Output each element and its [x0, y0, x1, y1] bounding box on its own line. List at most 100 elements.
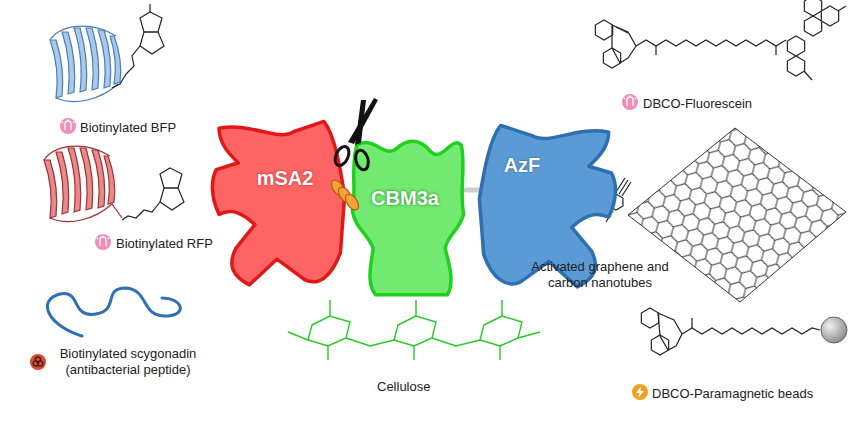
- ring: [787, 36, 804, 56]
- scissor-blade: [355, 100, 366, 145]
- scissor-blade: [348, 98, 378, 144]
- sugar-ring: [480, 316, 522, 346]
- item-label: Biotinylated BFP: [80, 120, 176, 136]
- item-label: Biotinylated scygonadin (antibacterial p…: [48, 346, 208, 377]
- text-holder: AzF: [504, 154, 541, 177]
- loop: [44, 146, 122, 221]
- icon-disc: [632, 384, 648, 400]
- ring: [641, 308, 658, 328]
- graphene-sheet: [628, 128, 846, 302]
- domain-shape: [212, 121, 344, 284]
- helix-linker: [329, 178, 362, 212]
- beta-strand: [56, 152, 69, 214]
- beta-strand: [92, 150, 105, 208]
- beta-strand: [62, 32, 75, 94]
- sugar-ring: [308, 316, 350, 346]
- bond: [616, 27, 628, 33]
- triple-bond: [619, 180, 628, 194]
- paramagnetic-bead: [821, 317, 847, 343]
- beta-strand: [74, 28, 87, 92]
- label-holder: Biotinylated BFP: [80, 118, 176, 136]
- beta-strand: [80, 148, 93, 210]
- protein-domain: mSA2: [208, 118, 346, 290]
- glycosidic-bond: [432, 338, 480, 346]
- beta-strand: [104, 156, 115, 204]
- icon-glyph: [636, 386, 644, 398]
- scissor-handle: [354, 149, 371, 171]
- icon-disc: [622, 94, 638, 110]
- biohazard-icon: [30, 354, 46, 370]
- bond: [329, 300, 330, 316]
- glycosidic-bond: [518, 332, 540, 338]
- icon-disc: [30, 354, 46, 370]
- fluorescence-icon: [622, 94, 638, 110]
- ring: [651, 335, 668, 355]
- domain-label: mSA2: [257, 167, 314, 190]
- text-holder: CBM3a: [371, 187, 439, 210]
- ring: [595, 20, 612, 40]
- ring: [787, 56, 804, 76]
- dbco-bead-structure: [641, 308, 820, 355]
- peptide-chain: [47, 288, 180, 336]
- icon-glyph: [97, 236, 109, 247]
- ring: [160, 168, 182, 188]
- label-holder: Cellulose: [377, 377, 430, 395]
- scissors: [332, 98, 378, 171]
- beta-strand: [98, 30, 111, 88]
- bond: [775, 46, 776, 55]
- chain: [682, 328, 820, 334]
- ring: [821, 6, 838, 26]
- ring: [804, 16, 821, 36]
- bond: [415, 300, 416, 316]
- chain: [636, 40, 786, 46]
- label-holder: Activated graphene and carbon nanotubes: [520, 259, 680, 290]
- biotin-structure: [112, 4, 164, 88]
- bond: [327, 346, 328, 360]
- ring: [140, 12, 162, 32]
- icon-glyph: [624, 96, 636, 107]
- item-label: DBCO-Paramagnetic beads: [652, 386, 813, 402]
- triple-bond: [616, 178, 625, 192]
- domain-label: CBM3a: [371, 187, 439, 210]
- domain-outline: [208, 118, 346, 290]
- icon-disc: [95, 234, 111, 250]
- text-holder: mSA2: [257, 167, 314, 190]
- ring: [658, 313, 682, 350]
- bond: [691, 318, 692, 328]
- cellulose-structure: [288, 300, 540, 360]
- item-label: DBCO-Fluorescein: [643, 96, 752, 112]
- glycosidic-bond: [346, 338, 394, 346]
- outline-group: [352, 141, 463, 295]
- graphene-lattice: [628, 128, 846, 302]
- ring: [612, 25, 636, 63]
- scissor-handle: [332, 144, 351, 167]
- ring: [804, 0, 821, 16]
- fluorescence-icon: [95, 234, 111, 250]
- icon-glyph: [33, 357, 43, 366]
- domain-linker: [466, 188, 478, 193]
- bond: [804, 71, 812, 80]
- label-holder: Biotinylated scygonadin (antibacterial p…: [48, 346, 208, 377]
- dbco-fluorescein-structure: [595, 0, 846, 80]
- rfp-protein: [44, 146, 122, 221]
- bond: [838, 6, 846, 11]
- bond: [501, 300, 502, 316]
- item-label: Activated graphene and carbon nanotubes: [520, 259, 680, 290]
- bond: [499, 346, 500, 360]
- icon-glyph: [62, 120, 74, 131]
- label-holder: DBCO-Paramagnetic beads: [652, 384, 813, 402]
- domain-label: AzF: [504, 154, 541, 177]
- bond: [655, 46, 656, 55]
- triple-bond: [622, 182, 631, 196]
- domain-shape: [352, 141, 463, 295]
- beta-strand: [86, 28, 99, 90]
- outline-group: [212, 121, 344, 284]
- label-holder: DBCO-Fluorescein: [643, 94, 752, 112]
- beta-strand: [44, 160, 57, 218]
- sugar-ring: [394, 316, 436, 346]
- bfp-protein: [50, 26, 121, 101]
- loop: [50, 26, 118, 101]
- bond: [149, 4, 150, 12]
- lightning-icon: [632, 384, 648, 400]
- glycosidic-bond: [288, 332, 308, 340]
